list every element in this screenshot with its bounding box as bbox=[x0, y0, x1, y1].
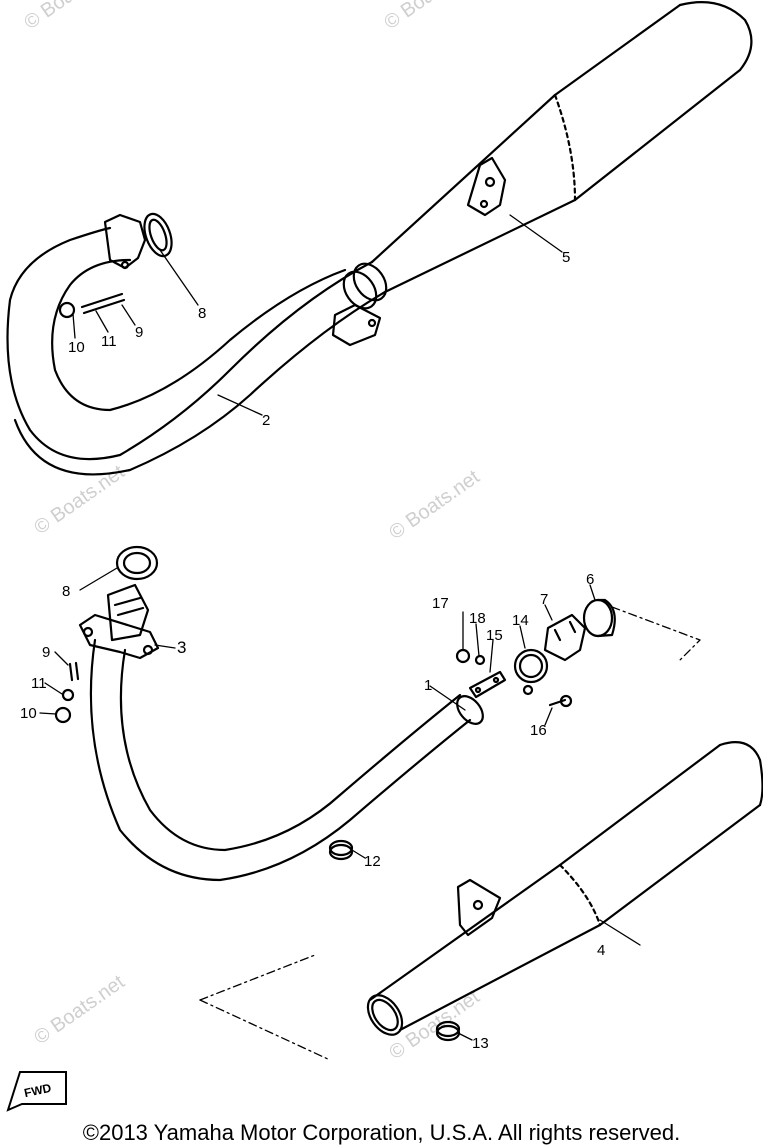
gasket-lower bbox=[115, 545, 159, 581]
callout-9: 9 bbox=[42, 644, 50, 661]
relationship-lines bbox=[199, 606, 701, 1061]
callout-12: 12 bbox=[364, 853, 381, 870]
watermark: © Boats.net bbox=[385, 986, 484, 1064]
leader-lines bbox=[39, 214, 641, 1041]
callout-11: 11 bbox=[31, 675, 47, 692]
copyright-notice: ©2013 Yamaha Motor Corporation, U.S.A. A… bbox=[82, 1120, 681, 1145]
callout-14: 14 bbox=[512, 612, 529, 629]
callout-8: 8 bbox=[198, 305, 206, 322]
callout-3: 3 bbox=[177, 638, 186, 657]
gasket-upper bbox=[143, 212, 173, 258]
callout-15: 15 bbox=[486, 627, 503, 644]
watermark-group: © Boats.net © Boats.net © Boats.net © Bo… bbox=[20, 0, 484, 1064]
callout-13: 13 bbox=[472, 1035, 489, 1052]
watermark: © Boats.net bbox=[20, 0, 119, 34]
callout-16: 16 bbox=[530, 722, 547, 739]
damper-parts bbox=[455, 598, 616, 708]
stud-nut-upper bbox=[58, 292, 126, 319]
muffler-lower bbox=[366, 741, 763, 1036]
callouts: 8 9 11 10 2 5 8 3 9 11 10 1 4 12 13 6 7 … bbox=[20, 249, 605, 1052]
exhaust-pipe-lower bbox=[78, 583, 484, 882]
watermark: © Boats.net bbox=[30, 971, 129, 1049]
callout-9: 9 bbox=[135, 324, 143, 341]
callout-7: 7 bbox=[540, 591, 548, 608]
stud-nut-lower bbox=[54, 661, 80, 724]
callout-11: 11 bbox=[101, 333, 117, 350]
callout-5: 5 bbox=[562, 249, 570, 266]
callout-18: 18 bbox=[469, 610, 486, 627]
forward-arrow-icon: FWD bbox=[6, 1071, 67, 1112]
callout-2: 2 bbox=[262, 412, 270, 429]
callout-17: 17 bbox=[432, 595, 449, 612]
watermark: © Boats.net bbox=[385, 466, 484, 544]
callout-10: 10 bbox=[20, 705, 37, 722]
callout-1: 1 bbox=[424, 677, 432, 694]
forward-label: FWD bbox=[23, 1081, 53, 1100]
callout-4: 4 bbox=[597, 942, 605, 959]
callout-6: 6 bbox=[586, 571, 594, 588]
muffler-upper bbox=[370, 1, 753, 294]
callout-8: 8 bbox=[62, 583, 70, 600]
watermark: © Boats.net bbox=[380, 0, 479, 34]
callout-10: 10 bbox=[68, 339, 85, 356]
grommet-12 bbox=[328, 839, 354, 861]
exhaust-pipe-upper bbox=[6, 213, 388, 476]
